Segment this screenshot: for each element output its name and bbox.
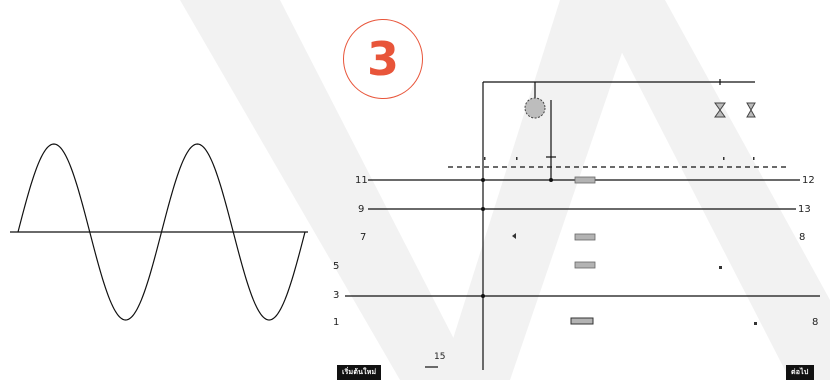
lamp-component: [524, 97, 546, 119]
step-badge: 3: [343, 19, 423, 99]
pin-label: 11: [355, 175, 368, 186]
pin-label: 8: [799, 232, 806, 243]
resistor-components: [570, 176, 596, 325]
pin-label: 13: [798, 204, 811, 215]
sine-wave: [17, 143, 306, 321]
pin-label: 3: [333, 290, 340, 301]
rail-ticks: [484, 157, 755, 160]
pin-label: 8: [812, 317, 819, 328]
small-marks: [512, 233, 757, 325]
next-button[interactable]: ต่อไป: [786, 365, 814, 380]
junction-dots: [481, 178, 553, 298]
pin-label: 9: [358, 204, 365, 215]
pin-label: 1: [333, 317, 340, 328]
pin-label: 12: [802, 175, 815, 186]
restart-button[interactable]: เริ่มต้นใหม่: [337, 365, 382, 380]
top-frame: [482, 79, 755, 370]
pin-label: 7: [360, 232, 367, 243]
ground-label: 15: [434, 352, 446, 362]
watermark: [180, 0, 830, 380]
pin-label: 5: [333, 261, 340, 272]
hourglass-icon: [714, 102, 756, 118]
